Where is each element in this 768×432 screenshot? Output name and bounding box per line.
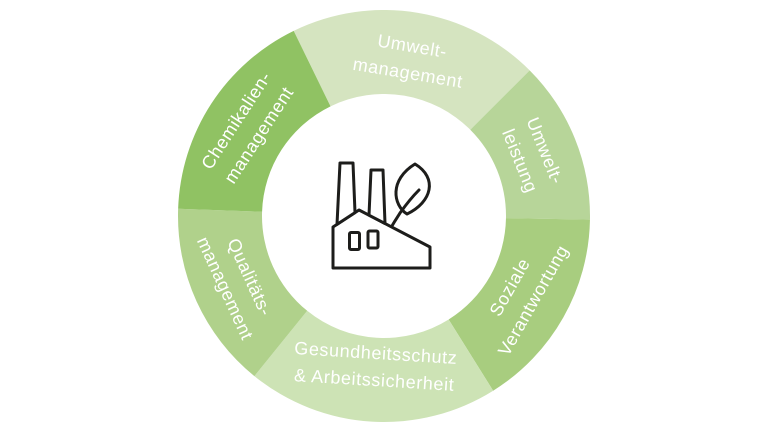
ring-segment-qualitaets-management (178, 208, 308, 377)
factory-chimney-right (367, 168, 387, 225)
leaf-shape (394, 162, 431, 216)
ring-segment-chemikalien-management (178, 30, 331, 212)
ring-segment-gesundheitsschutz-arbeitssicherheit (254, 310, 494, 422)
ring-segments (178, 10, 591, 422)
factory-leaf-icon (331, 161, 432, 270)
ring-segment-umwelt-management (293, 10, 530, 130)
factory-window-right (366, 229, 380, 250)
ring-segment-umwelt-leistung (470, 70, 591, 220)
factory-window-left (348, 231, 361, 251)
ring-segment-soziale-verantwortung (448, 218, 590, 391)
leaf-stem (390, 188, 421, 228)
factory-chimney-left (335, 161, 357, 226)
